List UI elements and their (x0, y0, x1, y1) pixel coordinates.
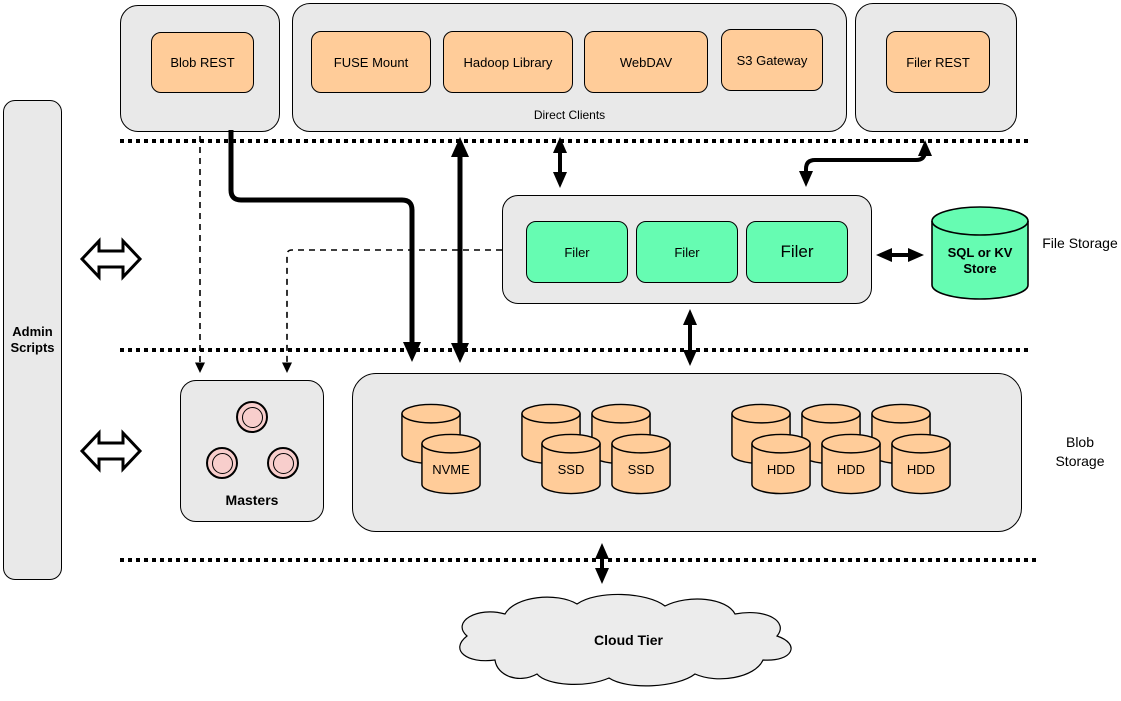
filer-rest-container: Filer REST (855, 3, 1017, 132)
master-node-inner (211, 452, 233, 474)
file-storage-tier-label: File Storage (1042, 235, 1118, 251)
volume-cylinder-ssd: SSD (610, 433, 672, 495)
arrow-filerrest-filers (799, 140, 932, 187)
masters-box: Masters (180, 380, 324, 522)
arrow-blobrest-to-blobstorage (228, 130, 421, 362)
hadoop-library-node: Hadoop Library (443, 31, 573, 93)
hdd-label: HDD (836, 462, 866, 477)
admin-double-arrow-blob-storage (79, 429, 143, 473)
separator-blob-cloud (120, 558, 1040, 562)
filer-rest-node: Filer REST (886, 31, 990, 93)
ssd-label: SSD (627, 462, 655, 477)
masters-label: Masters (225, 492, 279, 508)
volume-cylinder-hdd: HDD (820, 433, 882, 495)
separator-file-blob-storage (120, 348, 1030, 352)
blob-rest-container: Blob REST (120, 5, 280, 132)
admin-scripts-label: Admin Scripts (10, 323, 55, 355)
webdav-node: WebDAV (584, 31, 708, 93)
volume-cylinder-hdd: HDD (750, 433, 812, 495)
master-node-icon (206, 447, 238, 479)
direct-clients-container: FUSE Mount Hadoop Library WebDAV S3 Gate… (292, 3, 847, 132)
blob-rest-node: Blob REST (151, 32, 254, 93)
admin-scripts-panel: Admin Scripts (3, 100, 62, 580)
master-node-icon (236, 401, 268, 433)
volume-cylinder-nvme: NVME (420, 433, 482, 495)
direct-clients-label: Direct Clients (533, 108, 606, 122)
cloud-tier-shape: Cloud Tier (437, 588, 820, 698)
nvme-label: NVME (432, 462, 470, 477)
cloud-tier-label: Cloud Tier (594, 632, 663, 648)
filer-group-container: Filer Filer Filer (502, 195, 872, 304)
filer-node-3: Filer (746, 221, 848, 283)
filer-node-2: Filer (636, 221, 738, 283)
filer-node-1: Filer (526, 221, 628, 283)
sql-kv-store-cylinder: SQL or KV Store (930, 205, 1030, 301)
ssd-label: SSD (557, 462, 585, 477)
sql-kv-store-label: SQL or KV Store (947, 245, 1013, 277)
s3-gateway-node: S3 Gateway (721, 29, 823, 91)
separator-clients-file-storage (120, 139, 1030, 143)
volume-cylinder-ssd: SSD (540, 433, 602, 495)
hdd-label: HDD (906, 462, 936, 477)
blob-storage-tier-label: Blob Storage (1055, 434, 1105, 469)
dashed-arrow-filers-masters (282, 249, 502, 373)
admin-double-arrow-file-storage (79, 237, 143, 281)
master-node-inner (272, 452, 294, 474)
master-node-icon (267, 447, 299, 479)
fuse-mount-node: FUSE Mount (311, 31, 431, 93)
master-node-inner (241, 406, 263, 428)
hdd-label: HDD (766, 462, 796, 477)
volume-cylinder-hdd: HDD (890, 433, 952, 495)
